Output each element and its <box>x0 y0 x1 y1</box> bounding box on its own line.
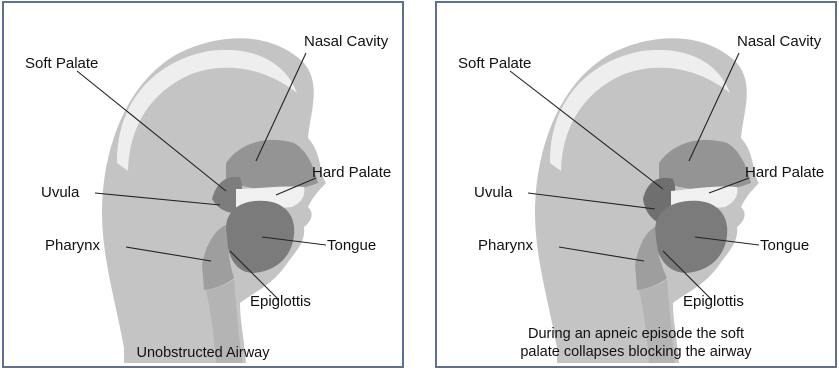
label-nasal-cavity: Nasal Cavity <box>304 33 388 50</box>
label-uvula: Uvula <box>474 184 512 201</box>
label-nasal-cavity: Nasal Cavity <box>737 33 821 50</box>
caption-apneic-episode: During an apneic episode the soft palate… <box>437 325 835 361</box>
label-pharynx: Pharynx <box>45 237 100 254</box>
label-hard-palate: Hard Palate <box>312 164 391 181</box>
label-soft-palate: Soft Palate <box>25 55 98 72</box>
label-pharynx: Pharynx <box>478 237 533 254</box>
label-soft-palate: Soft Palate <box>458 55 531 72</box>
label-uvula: Uvula <box>41 184 79 201</box>
caption-line-1: Unobstructed Airway <box>4 344 402 362</box>
label-tongue: Tongue <box>327 237 376 254</box>
label-epiglottis: Epiglottis <box>683 293 744 310</box>
panel-unobstructed: Soft Palate Nasal Cavity Hard Palate Uvu… <box>2 1 404 368</box>
label-epiglottis: Epiglottis <box>250 293 311 310</box>
label-tongue: Tongue <box>760 237 809 254</box>
label-hard-palate: Hard Palate <box>745 164 824 181</box>
caption-line-2: palate collapses blocking the airway <box>437 343 835 361</box>
caption-line-1: During an apneic episode the soft <box>437 325 835 343</box>
panel-apneic-episode: Soft Palate Nasal Cavity Hard Palate Uvu… <box>435 1 837 368</box>
caption-unobstructed: Unobstructed Airway <box>4 344 402 362</box>
